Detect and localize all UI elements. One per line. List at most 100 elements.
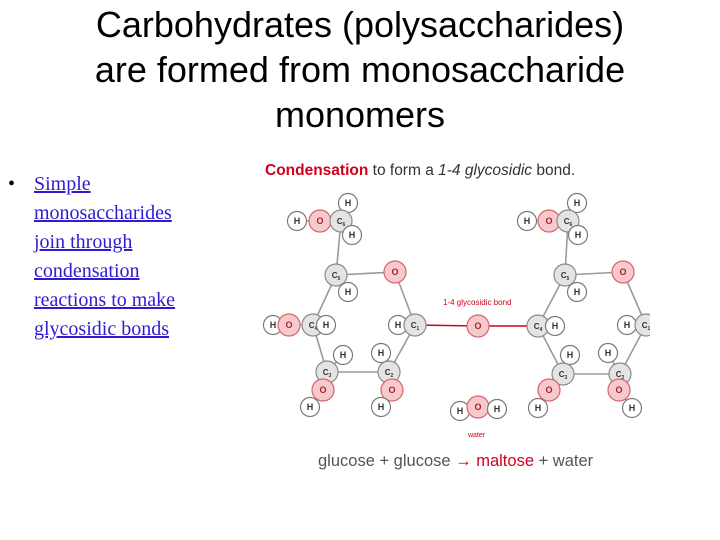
heading-bond: bond. <box>532 162 575 179</box>
svg-text:H: H <box>395 320 402 330</box>
hydrogen-atom: H <box>286 210 308 232</box>
svg-text:H: H <box>457 406 464 416</box>
hydrogen-atom: H <box>566 192 588 214</box>
svg-text:C2: C2 <box>616 370 625 381</box>
svg-text:H: H <box>349 230 356 240</box>
svg-text:C2: C2 <box>385 368 394 379</box>
oxygen-atom: O <box>607 378 631 402</box>
maltose-condensation-diagram: Condensation to form a 1-4 glycosidic bo… <box>262 162 650 470</box>
hydrogen-atom: H <box>299 396 321 418</box>
hydrogen-atom: H <box>621 397 643 419</box>
carbon-atom: C1 <box>403 313 427 337</box>
svg-text:O: O <box>285 320 292 330</box>
slide-title: Carbohydrates (polysaccharides) are form… <box>40 2 680 137</box>
equation-arrow: → <box>455 452 472 470</box>
hydrogen-atom: H <box>332 344 354 366</box>
glycosidic-bond-label: 1-4 glycosidic bond <box>443 298 511 307</box>
carbon-atom: C6 <box>329 209 353 233</box>
hydrogen-atom: H <box>315 314 337 336</box>
carbon-atom: C4 <box>526 314 550 338</box>
svg-text:C6: C6 <box>564 217 573 228</box>
svg-text:C4: C4 <box>309 321 318 332</box>
hydrogen-atom: H <box>544 315 566 337</box>
oxygen-atom: O <box>311 378 335 402</box>
carbon-atom: C3 <box>315 360 339 384</box>
hydrogen-atom: H <box>449 400 471 422</box>
hydrogen-atom: H <box>370 342 392 364</box>
svg-text:C5: C5 <box>332 271 341 282</box>
bullet-marker: • <box>8 173 16 195</box>
svg-text:H: H <box>574 287 581 297</box>
svg-text:O: O <box>391 267 398 277</box>
svg-text:H: H <box>574 198 581 208</box>
svg-text:O: O <box>474 402 481 412</box>
svg-text:H: H <box>323 320 330 330</box>
hydrogen-atom: H <box>337 281 359 303</box>
bullet-list: • Simple monosaccharides join through co… <box>8 170 218 344</box>
hydrogen-atom: H <box>486 398 508 420</box>
bullet-line-5: reactions to make <box>34 289 176 311</box>
hydrogen-atom: H <box>566 281 588 303</box>
oxygen-atom: O <box>466 395 490 419</box>
oxygen-atom: O <box>277 313 301 337</box>
oxygen-atom: O <box>308 209 332 233</box>
svg-text:H: H <box>378 402 385 412</box>
diagram-heading: Condensation to form a 1-4 glycosidic bo… <box>265 162 575 179</box>
oxygen-atom: O <box>383 260 407 284</box>
title-line-3: monomers <box>274 94 446 135</box>
svg-text:H: H <box>345 198 352 208</box>
svg-text:O: O <box>615 385 622 395</box>
svg-text:C3: C3 <box>559 370 568 381</box>
svg-text:O: O <box>319 385 326 395</box>
equation-byproduct: + water <box>534 452 594 470</box>
carbon-atom: C5 <box>553 263 577 287</box>
svg-text:H: H <box>552 321 559 331</box>
svg-text:O: O <box>619 267 626 277</box>
hydrogen-atom: H <box>527 397 549 419</box>
bullet-line-1: Simple <box>34 173 91 195</box>
title-line-2: are formed from monosaccharide <box>94 49 626 90</box>
oxygen-atom: O <box>537 378 561 402</box>
svg-text:H: H <box>629 403 636 413</box>
svg-text:H: H <box>345 287 352 297</box>
hydrogen-atom: H <box>616 314 638 336</box>
svg-text:C6: C6 <box>337 217 346 228</box>
carbon-atom: C1 <box>634 313 650 337</box>
svg-text:O: O <box>545 385 552 395</box>
svg-text:H: H <box>524 216 531 226</box>
svg-text:H: H <box>575 230 582 240</box>
bullet-item: • Simple monosaccharides join through co… <box>8 170 218 344</box>
oxygen-atom: O <box>611 260 635 284</box>
bullet-link-text[interactable]: Simple monosaccharides join through cond… <box>34 173 175 340</box>
hydrogen-atom: H <box>262 314 284 336</box>
bullet-line-3: join through <box>34 231 133 253</box>
svg-text:H: H <box>270 320 277 330</box>
bullet-line-6: glycosidic bonds <box>34 318 169 340</box>
svg-text:C5: C5 <box>561 271 570 282</box>
svg-text:C3: C3 <box>323 368 332 379</box>
hydrogen-atom: H <box>516 210 538 232</box>
svg-text:C1: C1 <box>642 321 650 332</box>
heading-condensation: Condensation <box>265 162 368 179</box>
heading-glycosidic: 1-4 glycosidic <box>438 162 532 179</box>
carbon-atom: C5 <box>324 263 348 287</box>
svg-text:H: H <box>567 350 574 360</box>
water-label: water <box>467 432 486 439</box>
svg-text:H: H <box>294 216 301 226</box>
reaction-equation: glucose + glucose → maltose + water <box>318 452 594 470</box>
svg-text:H: H <box>624 320 631 330</box>
svg-text:O: O <box>388 385 395 395</box>
svg-text:H: H <box>307 402 314 412</box>
oxygen-atom: O <box>380 378 404 402</box>
svg-text:O: O <box>545 216 552 226</box>
svg-text:H: H <box>535 403 542 413</box>
hydrogen-atom: H <box>559 344 581 366</box>
carbon-atom: C3 <box>551 362 575 386</box>
title-line-1: Carbohydrates (polysaccharides) <box>95 4 625 45</box>
svg-text:H: H <box>340 350 347 360</box>
svg-text:H: H <box>605 348 612 358</box>
bullet-line-2: monosaccharides <box>34 202 172 224</box>
equation-reactants: glucose + glucose <box>318 452 455 470</box>
svg-text:C4: C4 <box>534 322 543 333</box>
